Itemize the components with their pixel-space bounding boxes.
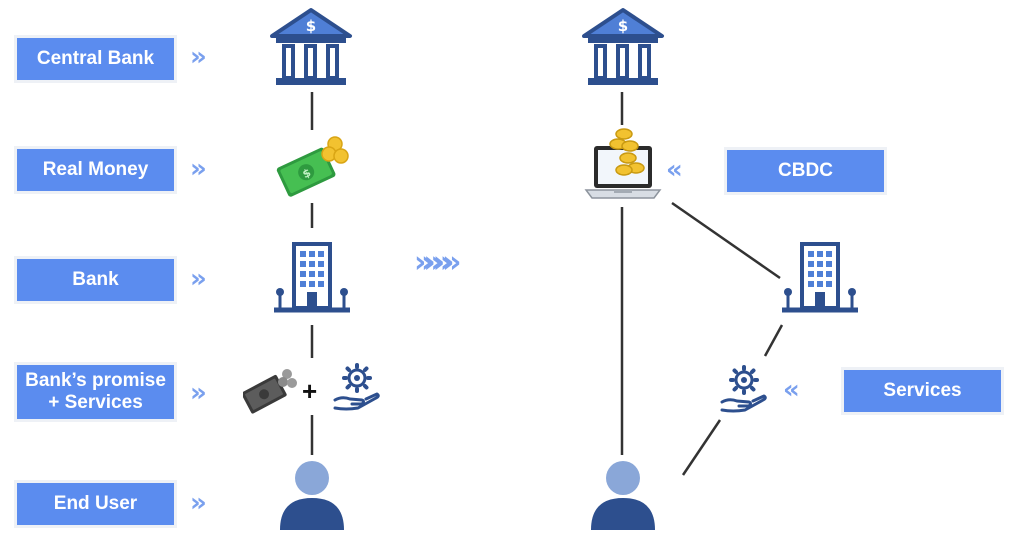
connector-line: [681, 419, 722, 476]
label-bank: Bank: [17, 259, 174, 301]
svg-text:$: $: [306, 17, 316, 35]
label-services: Services: [844, 370, 1001, 412]
label-central-bank: Central Bank: [17, 38, 174, 80]
chevron-left-icon: »: [675, 155, 683, 185]
plus-operator: +: [302, 376, 318, 406]
chevron-right-icon: »: [190, 264, 207, 294]
bank-building-dollar-icon: $: [270, 8, 352, 85]
label-real-money: Real Money: [17, 149, 174, 191]
chevron-right-icon: »: [190, 154, 207, 184]
office-building-icon: [782, 242, 858, 313]
label-text: CBDC: [778, 160, 833, 181]
label-text: Real Money: [42, 159, 149, 180]
label-end-user: End User: [17, 483, 174, 525]
chevron-right-icon: »: [190, 378, 207, 408]
label-text: Bank: [72, 269, 119, 290]
user-icon: [591, 461, 655, 530]
office-building-icon: [274, 242, 350, 313]
chevron-right-icon: »: [190, 488, 207, 518]
banknote-coins-icon: $: [276, 136, 349, 197]
connector-line: [671, 201, 781, 280]
laptop-coins-icon: [584, 128, 662, 199]
label-text: Bank’s promise + Services: [25, 370, 166, 413]
hand-gear-icon: [333, 363, 380, 411]
bank-building-dollar-icon: $: [582, 8, 664, 85]
svg-text:$: $: [618, 17, 628, 35]
label-text: Central Bank: [36, 48, 155, 69]
label-text: End User: [53, 493, 138, 514]
label-cbdc: CBDC: [727, 150, 884, 192]
transition-arrows-icon: »»»»: [414, 245, 461, 280]
label-bank-promise-services: Bank’s promise + Services: [17, 365, 174, 419]
connector-line: [763, 324, 784, 357]
dark-banknote-coins-icon: [243, 369, 297, 414]
user-icon: [280, 461, 344, 530]
label-text: Services: [883, 380, 962, 401]
chevron-left-icon: »: [792, 375, 800, 405]
hand-gear-icon: [720, 365, 767, 413]
chevron-right-icon: »: [190, 42, 207, 72]
